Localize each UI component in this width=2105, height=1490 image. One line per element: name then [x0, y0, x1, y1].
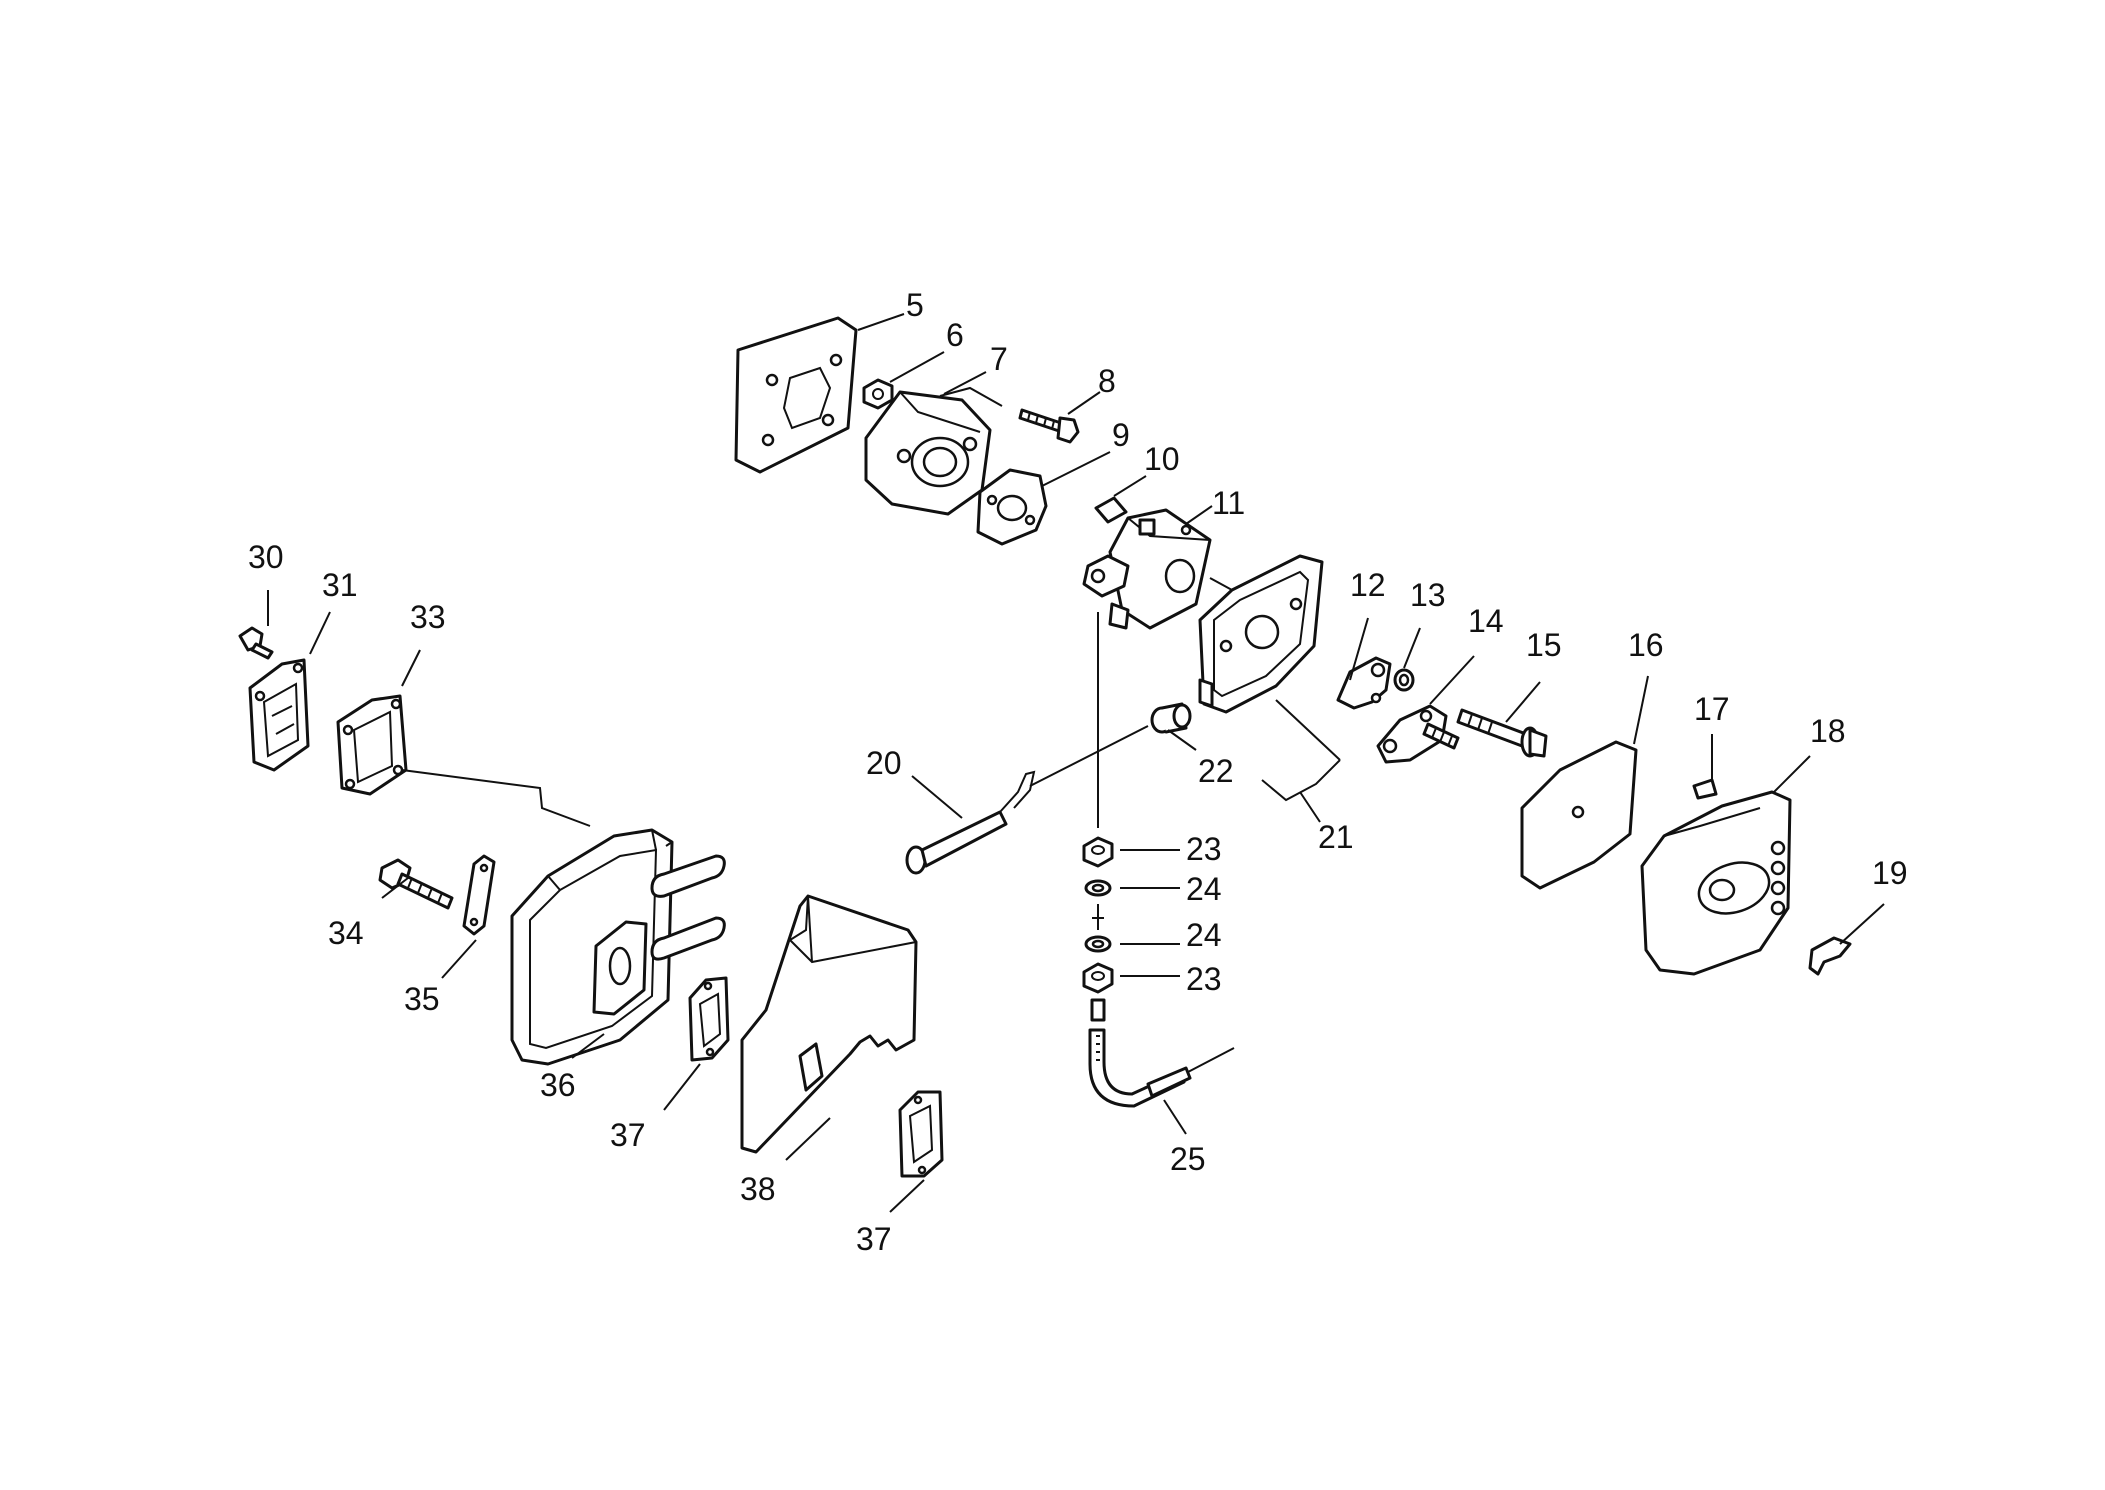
callout-21: 21 — [1318, 819, 1354, 855]
part-11-carburetor — [1082, 508, 1212, 630]
assembly-axis-lines — [401, 386, 1233, 828]
callout-14: 14 — [1468, 603, 1504, 639]
part-14-bracket — [1376, 704, 1460, 764]
callout-25: 25 — [1170, 1141, 1206, 1177]
part-24-washer-upper — [1084, 879, 1112, 897]
part-17-cover-tab — [1692, 778, 1718, 800]
part-37-gasket-lower — [898, 1090, 944, 1178]
callout-labels: 5 6 7 8 9 10 11 12 13 14 15 16 17 18 19 … — [248, 287, 1908, 1257]
part-8-bolt — [1018, 408, 1080, 444]
part-24-washer-lower — [1084, 935, 1112, 953]
part-25-throttle-cable — [1088, 998, 1235, 1108]
callout-24-upper: 24 — [1186, 871, 1222, 907]
part-15-bolt — [1456, 708, 1548, 758]
callout-23-upper: 23 — [1186, 831, 1222, 867]
part-23-nut-lower — [1082, 962, 1114, 994]
part-6-nut — [862, 378, 894, 410]
callout-23-lower: 23 — [1186, 961, 1222, 997]
part-18-air-cleaner-cover — [1640, 790, 1792, 976]
part-34-bolt — [378, 858, 454, 910]
part-7-insulator-block — [864, 390, 992, 516]
callout-22: 22 — [1198, 753, 1234, 789]
callout-34: 34 — [328, 915, 364, 951]
callout-6: 6 — [946, 317, 964, 353]
part-20-choke-rod — [905, 770, 1036, 875]
part-5-gasket-plate — [734, 316, 858, 474]
part-12-gasket — [1336, 656, 1392, 710]
callout-16: 16 — [1628, 627, 1664, 663]
callout-19: 19 — [1872, 855, 1908, 891]
callout-36: 36 — [540, 1067, 576, 1103]
callout-35: 35 — [404, 981, 440, 1017]
part-21-air-cleaner-base — [1198, 554, 1324, 714]
leader-lines — [267, 313, 1885, 1213]
callout-24-lower: 24 — [1186, 917, 1222, 953]
callout-11: 11 — [1212, 485, 1245, 521]
part-33-gasket — [336, 694, 408, 796]
part-16-air-filter — [1520, 740, 1638, 890]
callout-15: 15 — [1526, 627, 1562, 663]
callout-12: 12 — [1350, 567, 1386, 603]
part-37-gasket-upper — [688, 976, 730, 1062]
callout-17: 17 — [1694, 691, 1730, 727]
part-35-spacer-plate — [462, 854, 496, 936]
part-13-washer — [1393, 668, 1415, 692]
part-36-muffler — [510, 828, 726, 1066]
callout-10: 10 — [1144, 441, 1180, 477]
part-10-filter-pad — [1094, 496, 1128, 524]
callout-8: 8 — [1098, 363, 1116, 399]
callout-30: 30 — [248, 539, 284, 575]
part-9-carb-gasket — [976, 468, 1048, 546]
callout-5: 5 — [906, 287, 924, 323]
callout-37-lower: 37 — [856, 1221, 892, 1257]
part-31-cover-plate — [248, 658, 310, 772]
callout-13: 13 — [1410, 577, 1446, 613]
callout-37-upper: 37 — [610, 1117, 646, 1153]
part-38-heat-shield — [740, 894, 918, 1154]
callout-31: 31 — [322, 567, 358, 603]
callout-18: 18 — [1810, 713, 1846, 749]
callout-38: 38 — [740, 1171, 776, 1207]
part-19-clip — [1808, 936, 1852, 976]
part-23-nut-upper — [1082, 836, 1114, 868]
part-22-grommet — [1150, 702, 1192, 734]
callout-9: 9 — [1112, 417, 1130, 453]
callout-20: 20 — [866, 745, 902, 781]
callout-33: 33 — [410, 599, 446, 635]
part-30-bolt — [238, 626, 274, 660]
callout-7: 7 — [990, 341, 1008, 377]
